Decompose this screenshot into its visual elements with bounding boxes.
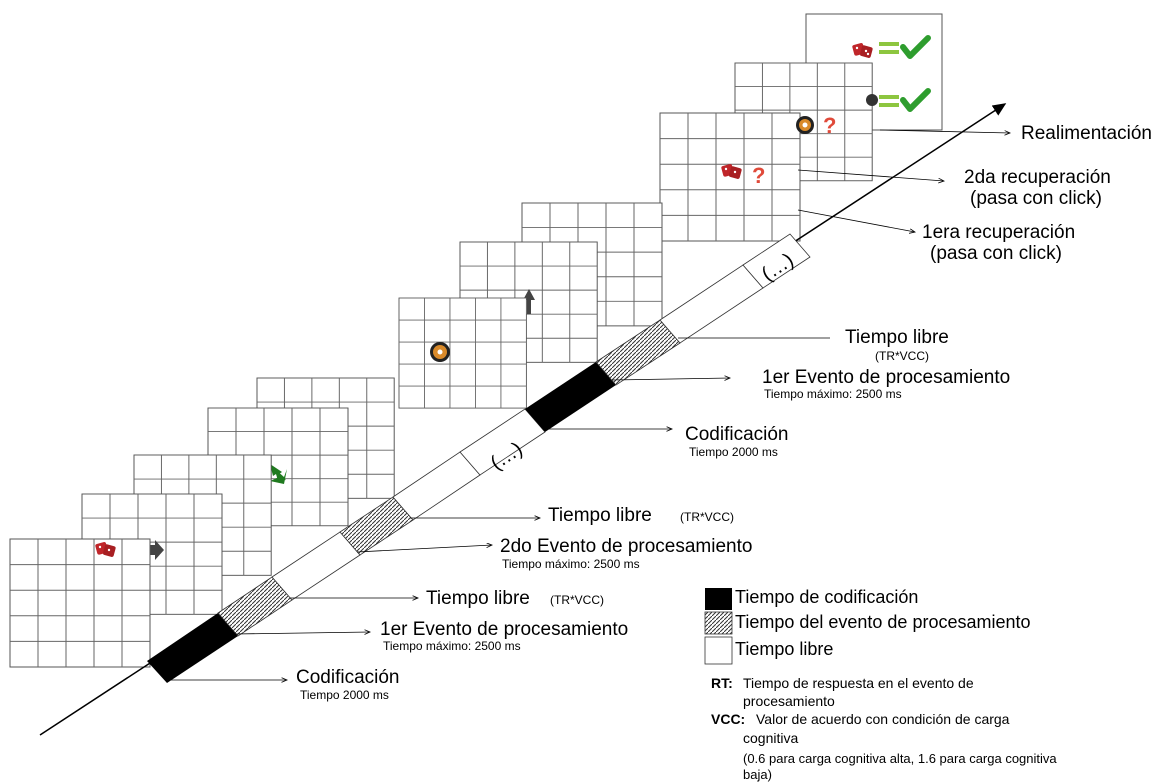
evento-top-sub: Tiempo máximo: 2500 ms <box>764 387 902 401</box>
rt-key: RT: <box>711 675 733 691</box>
free-segment-2 <box>392 451 481 521</box>
codif-bottom-title: Codificación <box>296 667 400 688</box>
ellipsis-segment-2 <box>742 233 811 289</box>
libre-mid-title: Tiempo libre <box>548 505 652 526</box>
vcc-line1: Valor de acuerdo con condición de carga <box>756 711 1010 727</box>
evento2-title: 2do Evento de procesamiento <box>500 536 752 557</box>
libre-low-sub: (TR*VCC) <box>550 593 604 607</box>
cd-icon <box>430 342 450 362</box>
processing-segment-3 <box>595 319 681 386</box>
question-icon: ? <box>752 163 765 188</box>
coding-segment-1 <box>147 613 238 683</box>
cd-icon <box>866 94 878 106</box>
dice-icon <box>95 542 116 557</box>
cd-icon <box>796 116 814 134</box>
vcc-key: VCC: <box>711 711 745 727</box>
check-icon <box>900 88 931 112</box>
arrow-right-icon <box>147 540 164 560</box>
recup1-title: 1era recuperación <box>922 222 1075 243</box>
libre-low-title: Tiempo libre <box>426 588 530 609</box>
libre-top-sub: (TR*VCC) <box>875 349 929 363</box>
evento1-title: 1er Evento de procesamiento <box>380 619 628 640</box>
legend-swatch-coding <box>705 588 732 610</box>
vcc-line4: baja) <box>743 767 772 782</box>
free-segment-1 <box>271 531 361 601</box>
question-icon: ? <box>823 113 836 138</box>
legend-label-processing: Tiempo del evento de procesamiento <box>735 612 1031 632</box>
recup2-sub: (pasa con click) <box>970 188 1102 209</box>
legend-swatch-free <box>704 636 733 665</box>
coding-screen-mid <box>398 297 527 409</box>
check-icon <box>900 35 931 59</box>
legend-swatch-processing <box>704 611 733 635</box>
evento1-sub: Tiempo máximo: 2500 ms <box>383 639 521 653</box>
legend-label-free: Tiempo libre <box>735 639 833 659</box>
coding-screen-low <box>9 538 151 668</box>
coding-segment-2 <box>525 362 616 432</box>
arrow-up-icon <box>523 289 535 314</box>
recup2-title: 2da recuperación <box>964 167 1111 188</box>
dice-icon <box>721 164 742 179</box>
dice-icon <box>852 43 873 58</box>
vcc-line2: cognitiva <box>743 730 798 746</box>
vcc-line3: (0.6 para carga cognitiva alta, 1.6 para… <box>743 751 1057 766</box>
libre-top-title: Tiempo libre <box>845 327 949 348</box>
equals-icon <box>879 42 899 54</box>
codif-top-sub: Tiempo 2000 ms <box>689 445 778 459</box>
recup1-sub: (pasa con click) <box>930 243 1062 264</box>
codif-bottom-sub: Tiempo 2000 ms <box>300 688 389 702</box>
realimentacion-label: Realimentación <box>1021 123 1152 144</box>
evento-top-title: 1er Evento de procesamiento <box>762 367 1010 388</box>
free-segment-3 <box>659 264 764 344</box>
rt-line2: procesamiento <box>743 693 835 709</box>
rt-line1: Tiempo de respuesta en el evento de <box>743 675 974 691</box>
legend-label-coding: Tiempo de codificación <box>735 587 918 607</box>
codif-top-title: Codificación <box>685 424 789 445</box>
evento2-sub: Tiempo máximo: 2500 ms <box>502 557 640 571</box>
libre-mid-sub: (TR*VCC) <box>680 510 734 524</box>
retrieval1-screen <box>659 112 801 242</box>
legend: Tiempo de codificación Tiempo del evento… <box>704 587 1031 665</box>
equals-icon <box>879 95 899 107</box>
notes: RT: Tiempo de respuesta en el evento de … <box>711 675 1057 782</box>
